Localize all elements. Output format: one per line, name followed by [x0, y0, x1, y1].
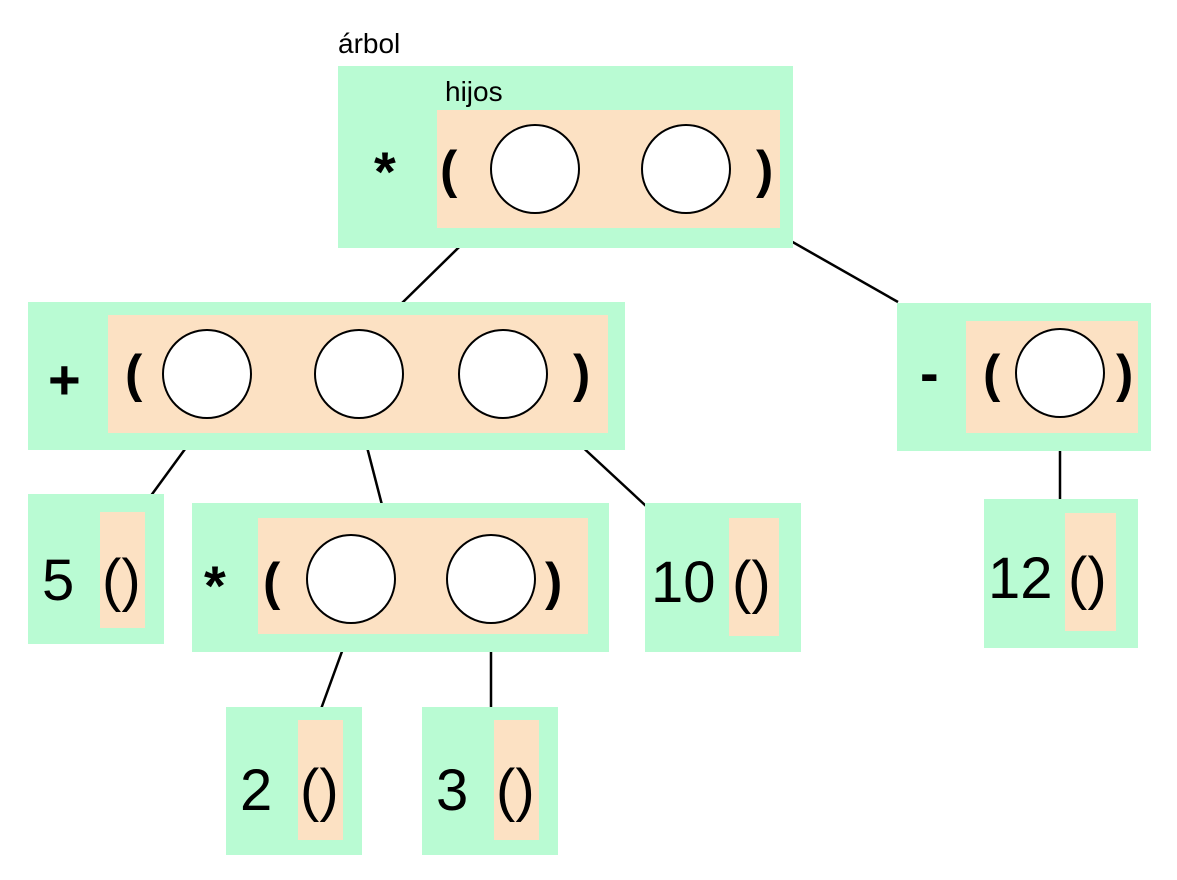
root-operator: * [374, 140, 396, 203]
mult-open-paren: ( [263, 553, 281, 611]
mult-child-slot-2 [446, 534, 536, 624]
arbol-label: árbol [338, 28, 401, 59]
minus-close-paren: ) [1116, 345, 1134, 403]
leaf-10-value: 10 [651, 550, 716, 615]
mult-child-slot-1 [306, 534, 396, 624]
plus-child-slot-1 [162, 329, 252, 419]
minus-child-slot-1 [1015, 328, 1105, 418]
plus-operator: + [48, 348, 81, 411]
leaf-10-children [729, 518, 779, 636]
root-child-slot-2 [641, 124, 731, 214]
plus-child-slot-2 [314, 329, 404, 419]
hijos-label: hijos [445, 76, 503, 107]
leaf-5-value: 5 [42, 548, 75, 613]
plus-open-paren: ( [125, 345, 143, 403]
leaf-12-parens: () [1068, 546, 1107, 611]
plus-child-slot-3 [458, 329, 548, 419]
leaf-12-value: 12 [988, 546, 1053, 611]
leaf-2-children [298, 720, 343, 840]
plus-close-paren: ) [573, 345, 591, 403]
leaf-2-value: 2 [240, 758, 273, 823]
root-open-paren: ( [440, 141, 458, 199]
leaf-2-parens: () [300, 758, 339, 823]
leaf-12-children [1065, 513, 1116, 631]
leaf-10-parens: () [732, 550, 771, 615]
mult-close-paren: ) [545, 553, 563, 611]
minus-operator: - [920, 341, 939, 404]
root-child-slot-1 [490, 124, 580, 214]
leaf-5-children [100, 512, 145, 628]
root-close-paren: ) [756, 141, 774, 199]
minus-open-paren: ( [983, 345, 1001, 403]
leaf-3-children [494, 720, 539, 840]
leaf-3-parens: () [496, 758, 535, 823]
leaf-3-value: 3 [436, 758, 469, 823]
leaf-5-parens: () [102, 548, 141, 613]
mult-operator: * [204, 554, 226, 617]
